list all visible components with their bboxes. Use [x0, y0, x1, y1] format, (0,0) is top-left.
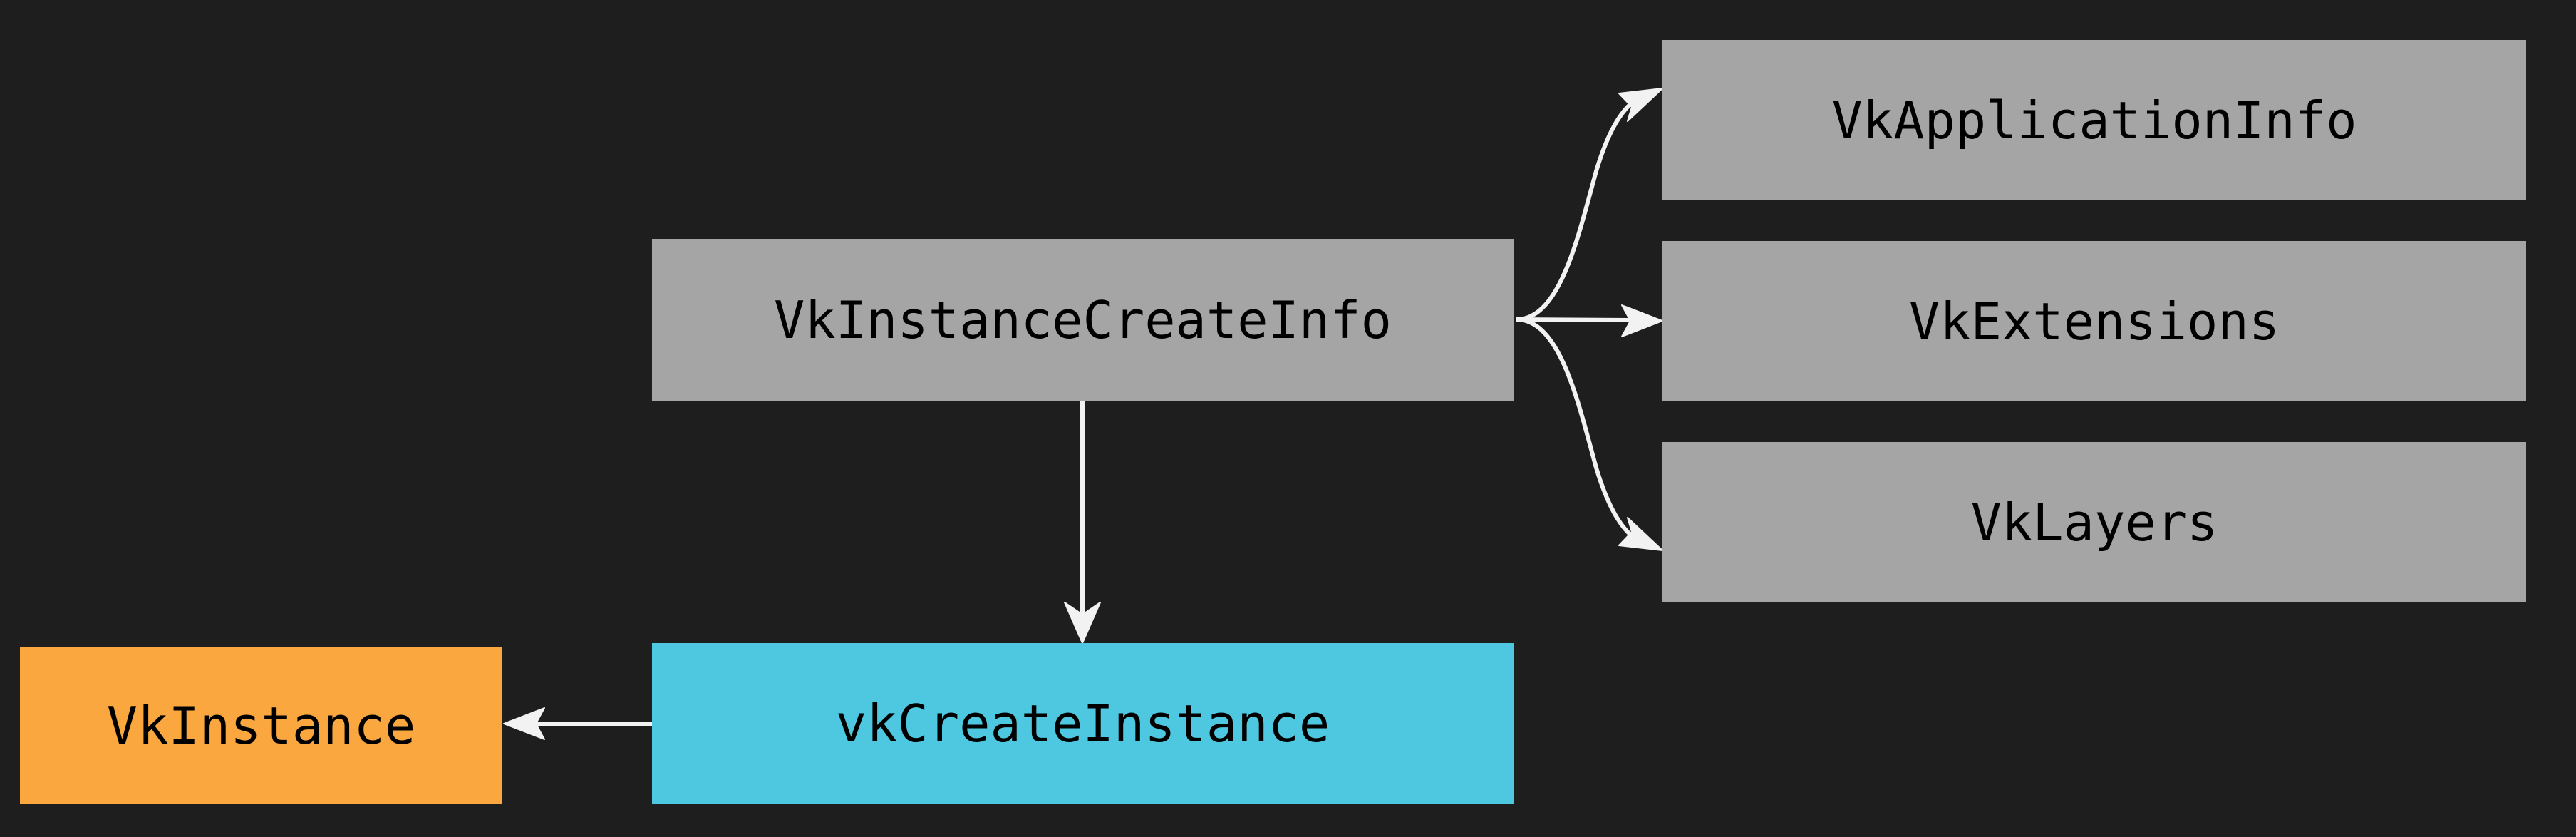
node-vk-create-instance[interactable]: vkCreateInstance	[652, 643, 1514, 804]
node-vk-layers[interactable]: VkLayers	[1662, 442, 2526, 602]
edge-createinfo-to-extensions	[1516, 304, 1663, 337]
edge-createinfo-to-applicationinfo	[1516, 88, 1663, 322]
edge-createinfo-to-createinstance	[1064, 401, 1101, 644]
node-vk-instance[interactable]: VkInstance	[20, 647, 502, 804]
node-label-vk-create-instance: vkCreateInstance	[835, 694, 1330, 754]
node-label-vk-application-info: VkApplicationInfo	[1831, 90, 2357, 150]
node-vk-instance-create-info[interactable]: VkInstanceCreateInfo	[652, 239, 1514, 401]
node-label-vk-layers: VkLayers	[1970, 492, 2218, 553]
node-label-vk-instance-create-info: VkInstanceCreateInfo	[774, 289, 1392, 350]
node-label-vk-extensions: VkExtensions	[1908, 291, 2280, 351]
node-vk-application-info[interactable]: VkApplicationInfo	[1662, 40, 2526, 200]
edge-createinfo-to-layers	[1516, 317, 1663, 551]
node-label-vk-instance: VkInstance	[106, 695, 416, 756]
node-vk-extensions[interactable]: VkExtensions	[1662, 241, 2526, 401]
edge-createinstance-to-instance	[503, 707, 652, 740]
